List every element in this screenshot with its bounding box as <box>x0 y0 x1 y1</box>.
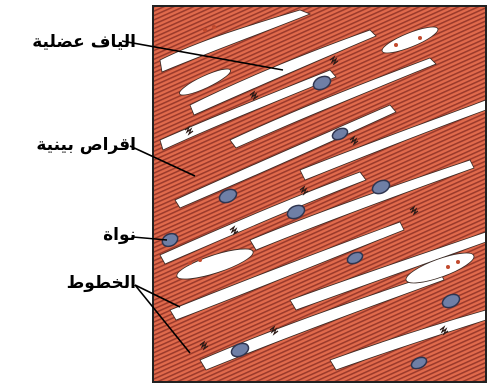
label-muscle-fibers: الياف عضلية <box>32 34 136 51</box>
label-striations: الخطوط <box>67 275 136 292</box>
label-intercalated-discs: اقراص بينية <box>36 137 136 154</box>
label-nucleus: نواة <box>103 227 136 244</box>
